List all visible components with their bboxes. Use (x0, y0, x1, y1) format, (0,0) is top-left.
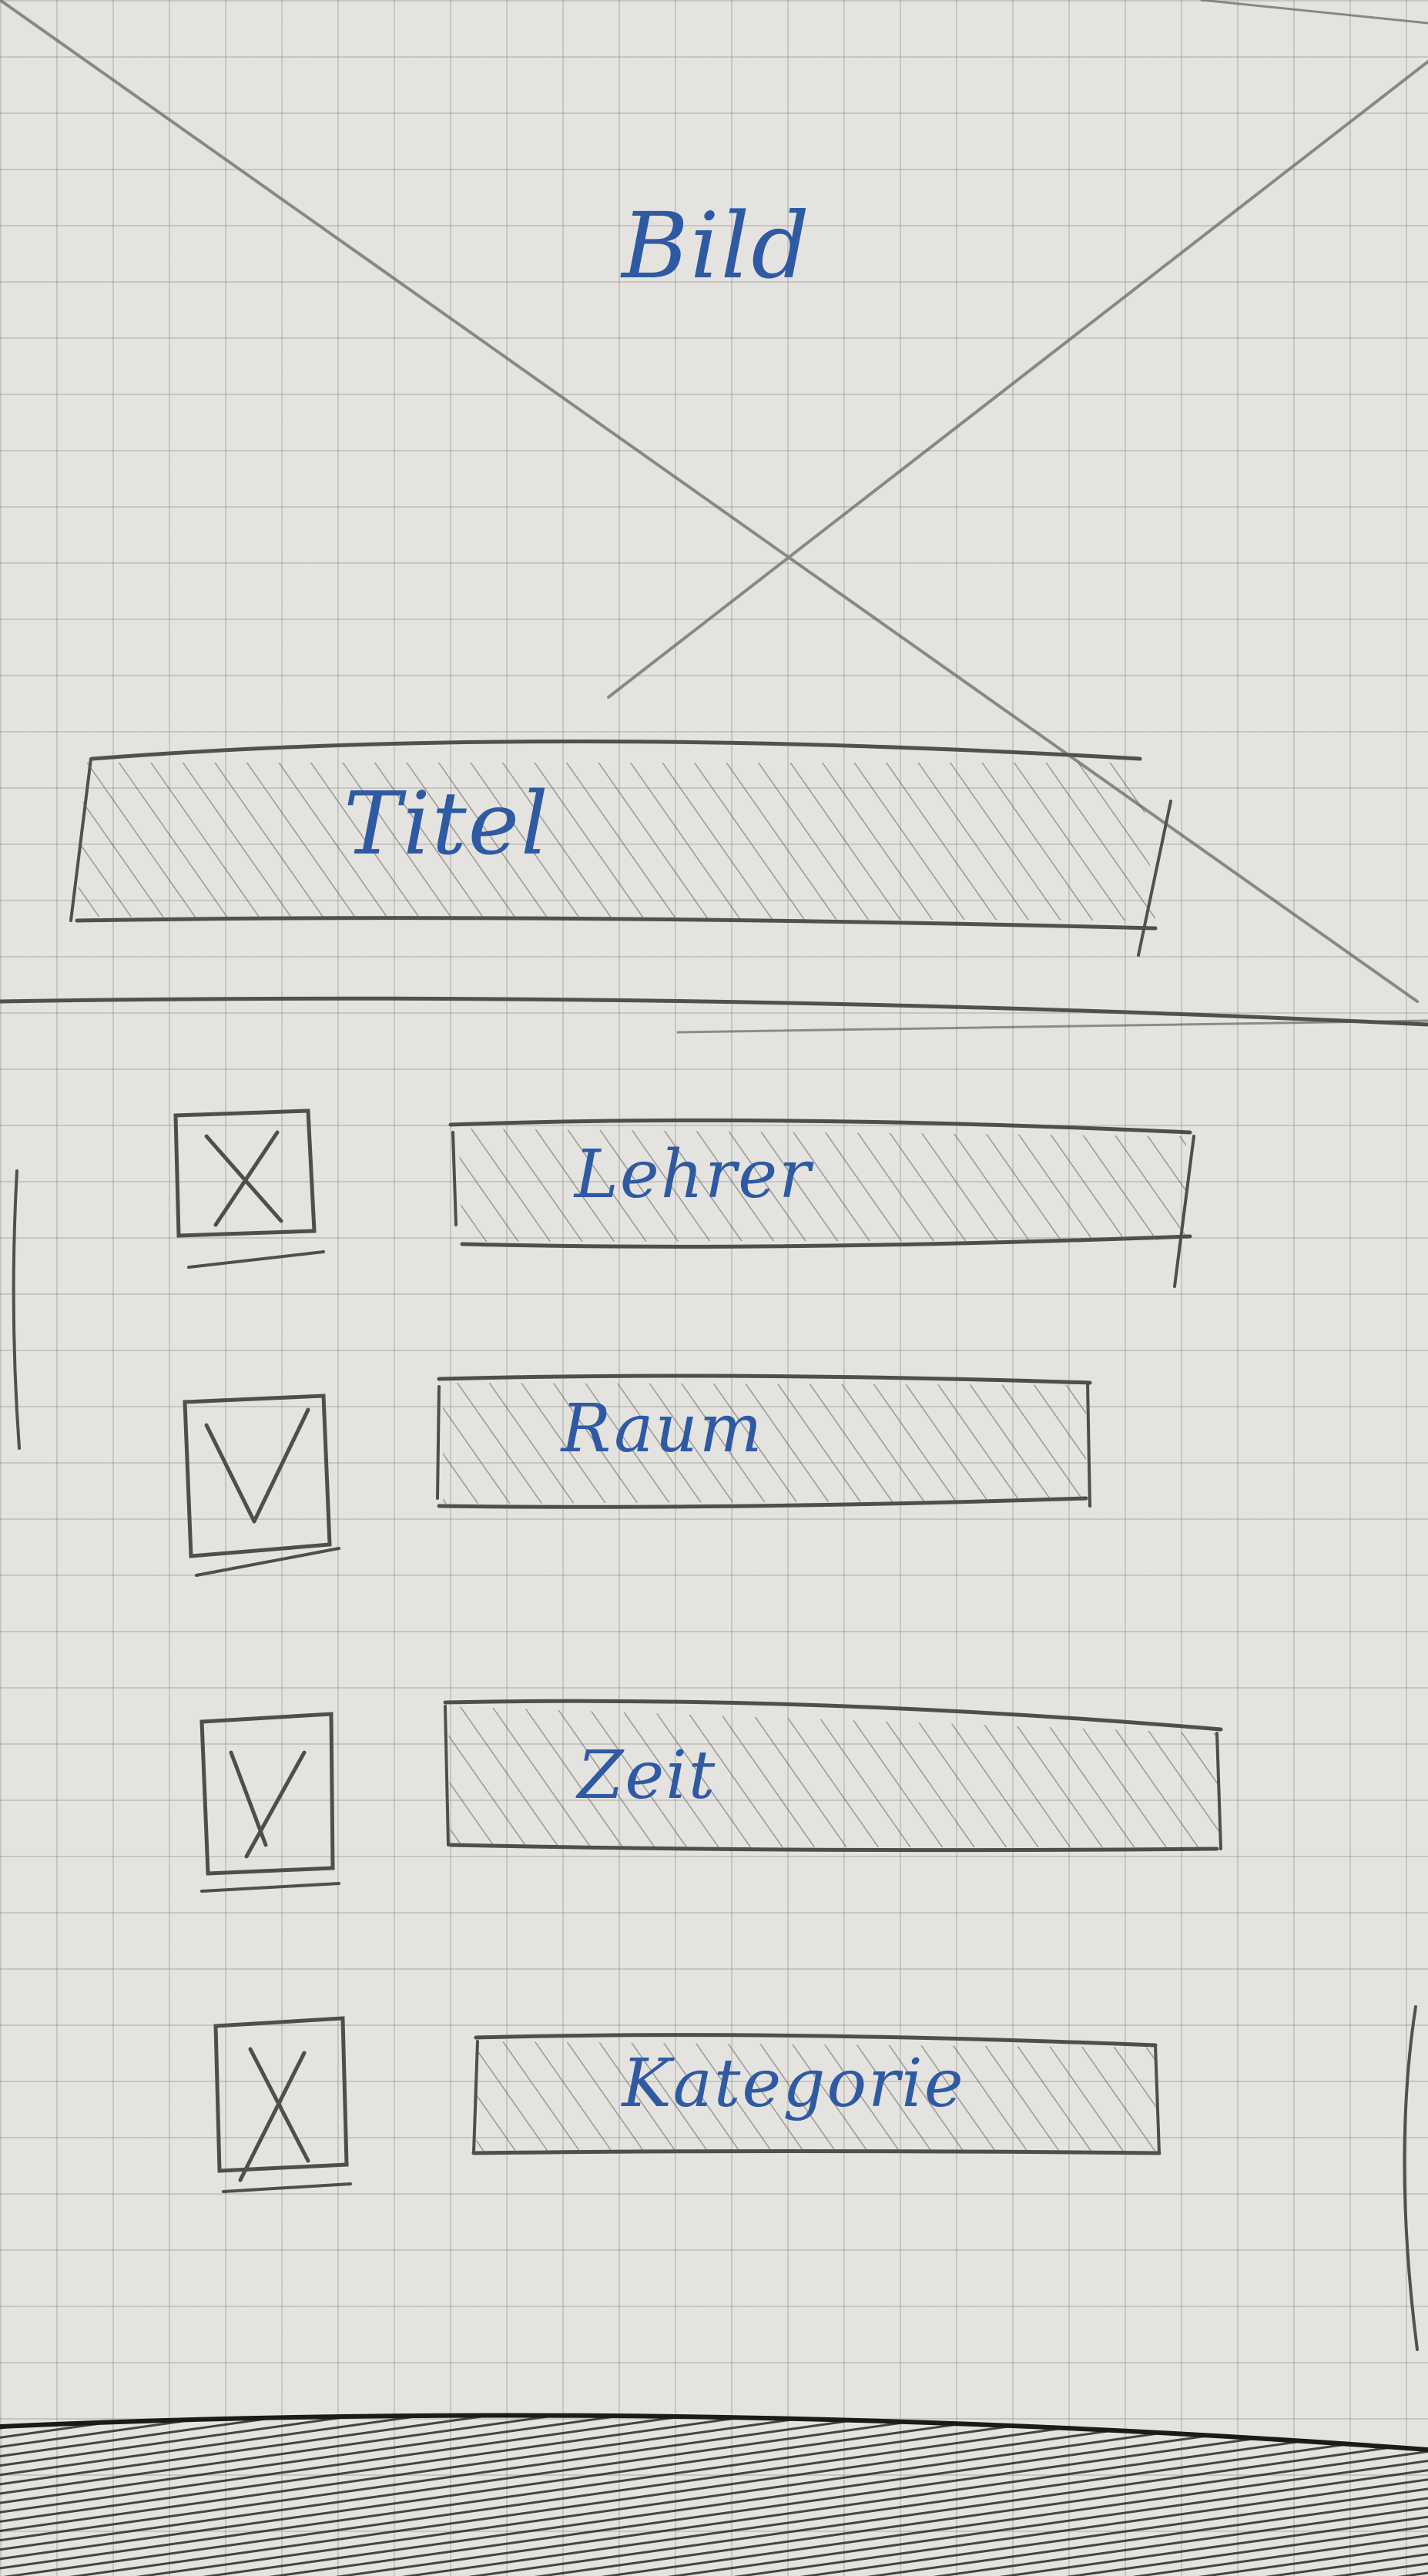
title-bar (69, 740, 1172, 957)
image-border-top (1200, 0, 1428, 25)
image-cross-line-1 (0, 0, 1419, 1003)
image-cross-line-2 (607, 60, 1428, 699)
image-placeholder-label: Bild (622, 193, 811, 299)
filter-field-teacher[interactable] (451, 1121, 1202, 1252)
checkbox-4 (213, 2016, 352, 2193)
filter-field-label-teacher: Lehrer (574, 1136, 813, 1213)
image-placeholder (0, 0, 1428, 1003)
filter-checkbox-teacher[interactable] (173, 1109, 316, 1240)
field-3 (443, 1699, 1223, 1853)
filter-field-category[interactable] (474, 2030, 1159, 2161)
filter-checkbox-time[interactable] (199, 1714, 337, 1876)
bottom-bar (0, 2413, 1428, 2576)
filter-field-label-time: Zeit (577, 1737, 717, 1814)
checkbox-3 (199, 1712, 340, 1893)
field-4 (471, 2033, 1162, 2155)
filter-checkbox-room[interactable] (185, 1394, 331, 1548)
checkbox-2 (183, 1394, 340, 1577)
filter-field-label-room: Raum (561, 1390, 764, 1467)
filter-field-label-category: Kategorie (622, 2045, 965, 2122)
filter-field-time[interactable] (443, 1695, 1225, 1849)
title-bar-label: Titel (344, 774, 550, 874)
content-divider (0, 996, 1428, 2351)
filter-field-room[interactable] (435, 1371, 1094, 1510)
field-2 (436, 1374, 1092, 1509)
checkbox-1 (173, 1109, 325, 1269)
field-1 (448, 1118, 1195, 1288)
filter-checkbox-category[interactable] (214, 2018, 351, 2172)
